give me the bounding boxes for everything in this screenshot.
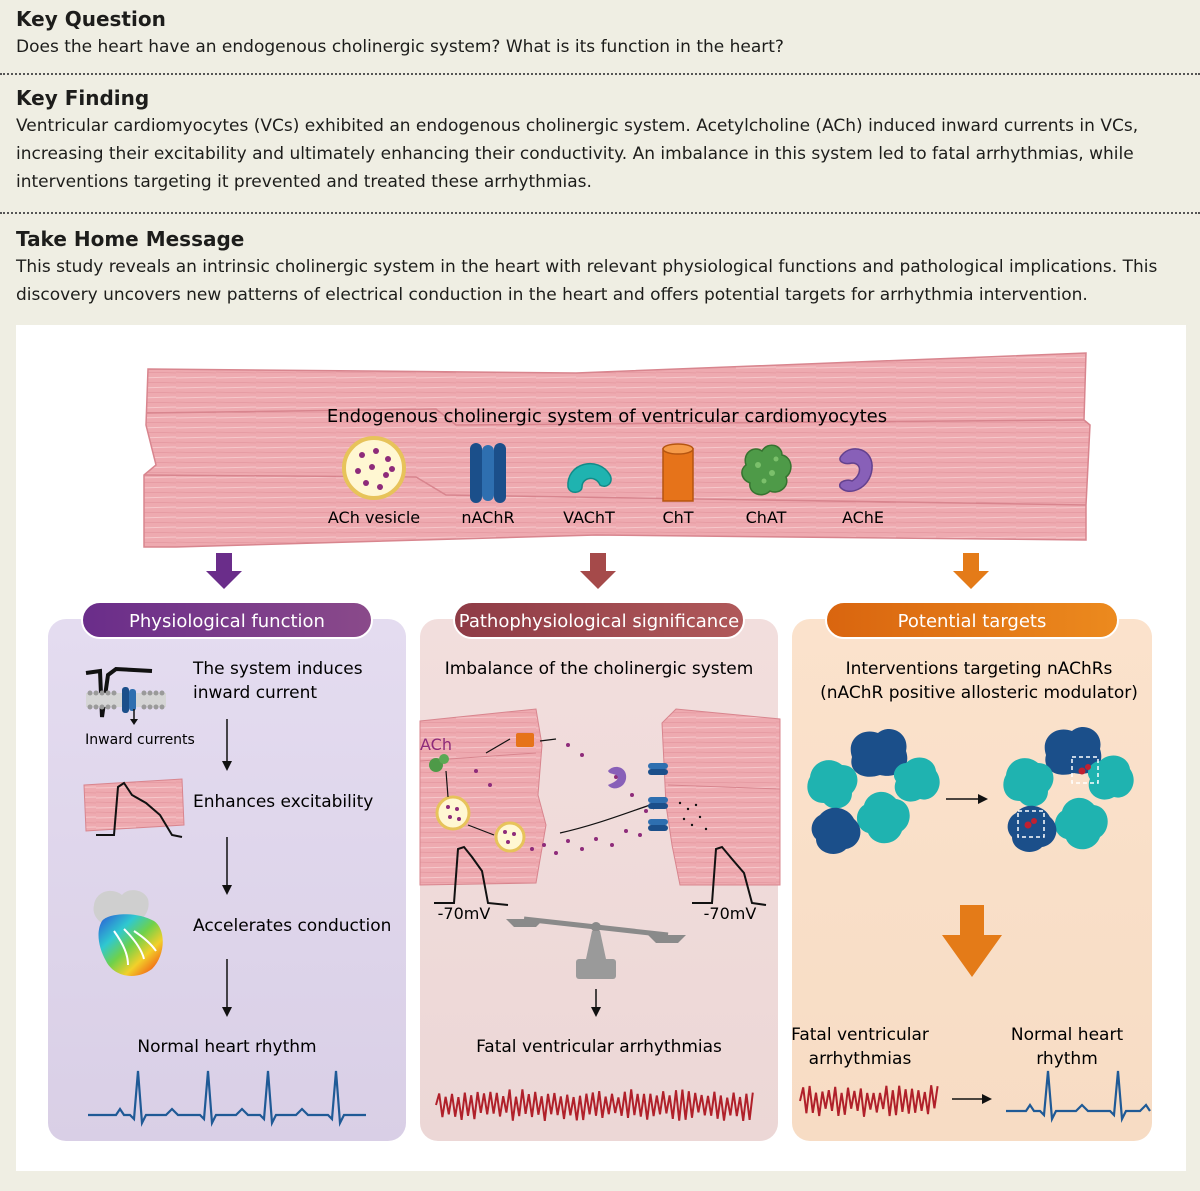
- targets-subtitle: Interventions targeting nAChRs: [846, 659, 1113, 679]
- physiological-outcome: Normal heart rhythm: [137, 1037, 316, 1057]
- nachr-icon: [648, 763, 668, 831]
- inward-ion-dots: [678, 801, 708, 831]
- take-home-line: This study reveals an intrinsic choliner…: [16, 257, 1158, 277]
- key-finding-line: interventions targeting it prevented and…: [16, 172, 592, 192]
- fatal-arrhythmias-label: Fatal ventricular: [791, 1025, 929, 1045]
- flow-arrow-icon: [222, 719, 232, 771]
- cht-icon: [662, 443, 694, 502]
- graphical-abstract-svg: Endogenous cholinergic system of ventric…: [48, 352, 1152, 1141]
- flow-arrow-icon: [467, 824, 495, 836]
- flow-arrow-icon: [445, 770, 449, 798]
- targets-title-pill: [825, 601, 1119, 639]
- ache-icon: [839, 448, 873, 492]
- cht-icon: [516, 733, 534, 747]
- arrhythmia-ecg-trace: [799, 1085, 939, 1117]
- key-question-text: Does the heart have an endogenous cholin…: [16, 37, 784, 57]
- key-question-title: Key Question: [16, 7, 166, 31]
- targets-subtitle: (nAChR positive allosteric modulator): [820, 683, 1138, 703]
- flow-arrow-icon: [222, 837, 232, 895]
- nachr-pentamer-pam-icon: [1003, 727, 1134, 852]
- flow-arrow-icon: [485, 738, 511, 754]
- pathophysiological-outcome: Fatal ventricular arrhythmias: [476, 1037, 722, 1057]
- voltage-right: -70mV: [704, 904, 757, 923]
- take-home-title: Take Home Message: [16, 227, 245, 251]
- normal-ecg-trace: [88, 1070, 366, 1128]
- step-text: inward current: [193, 683, 317, 703]
- down-arrow-icon: [206, 553, 242, 589]
- big-down-arrow-icon: [942, 905, 1002, 977]
- take-home-section: Take Home Message This study reveals an …: [16, 228, 1186, 309]
- key-finding-text: Ventricular cardiomyocytes (VCs) exhibit…: [16, 112, 1186, 196]
- flow-arrow-icon: [946, 794, 988, 804]
- chat-icon: [741, 444, 792, 496]
- section-divider: [0, 73, 1200, 75]
- ache-icon: [608, 766, 627, 789]
- flow-arrow-icon: [952, 1094, 992, 1104]
- graphical-abstract: Endogenous cholinergic system of ventric…: [16, 325, 1186, 1171]
- flow-arrow-icon: [222, 959, 232, 1017]
- component-label: ChAT: [746, 508, 787, 527]
- key-finding-title: Key Finding: [16, 86, 150, 110]
- take-home-text: This study reveals an intrinsic choliner…: [16, 253, 1186, 309]
- flow-arrow-icon: [539, 738, 557, 742]
- component-label: VAChT: [563, 508, 615, 527]
- chat-icon: [429, 754, 449, 772]
- arrhythmia-ecg-trace: [435, 1089, 754, 1122]
- key-finding-line: Ventricular cardiomyocytes (VCs) exhibit…: [16, 116, 1139, 136]
- flow-arrow-icon: [559, 802, 657, 834]
- ach-vesicle-icon: [342, 436, 406, 500]
- voltage-left: -70mV: [438, 904, 491, 923]
- postsynaptic-cardiomyocyte: [661, 708, 781, 886]
- down-arrow-icon: [580, 553, 616, 589]
- ach-vesicle-icon: [435, 795, 471, 831]
- normal-ecg-trace: [1006, 1070, 1151, 1124]
- pathophysiological-title-pill: [453, 601, 745, 639]
- pathophysiological-title: Pathophysiological significance: [459, 611, 739, 632]
- ach-vesicle-icon: [494, 821, 526, 853]
- cardiomyocyte-ap-icon: [83, 778, 185, 838]
- nachr-icon: [470, 443, 506, 503]
- vacht-icon: [567, 463, 612, 493]
- physiological-title-pill: [81, 601, 373, 639]
- normal-rhythm-label: rhythm: [1036, 1049, 1098, 1069]
- down-arrow-icon: [953, 553, 989, 589]
- key-question-section: Key Question Does the heart have an endo…: [16, 8, 1186, 61]
- action-potential-right: [692, 845, 767, 906]
- banner-title: Endogenous cholinergic system of ventric…: [327, 406, 887, 427]
- membrane-receptor-icon: [85, 666, 166, 725]
- pathophysiological-subtitle: Imbalance of the cholinergic system: [445, 659, 754, 679]
- key-finding-section: Key Finding Ventricular cardiomyocytes (…: [16, 87, 1186, 196]
- targets-title: Potential targets: [898, 611, 1047, 632]
- inward-currents-label: Inward currents: [85, 732, 195, 748]
- key-finding-line: increasing their excitability and ultima…: [16, 144, 1134, 164]
- action-potential-left: [434, 845, 509, 906]
- balance-scale-icon: [506, 916, 686, 979]
- component-label: nAChR: [461, 508, 514, 527]
- component-label: ACh vesicle: [328, 508, 420, 527]
- heart-activation-map-icon: [93, 890, 163, 976]
- take-home-line: discovery uncovers new patterns of elect…: [16, 285, 1088, 305]
- physiological-title: Physiological function: [129, 611, 325, 632]
- step-text: Accelerates conduction: [193, 916, 391, 936]
- normal-rhythm-label: Normal heart: [1011, 1025, 1124, 1045]
- flow-arrow-icon: [591, 989, 601, 1017]
- step-text: The system induces: [192, 659, 363, 679]
- step-text: Enhances excitability: [193, 792, 373, 812]
- component-label: AChE: [842, 508, 884, 527]
- ach-molecules: [474, 743, 648, 855]
- component-label: ChT: [662, 508, 693, 527]
- ach-label: ACh: [420, 735, 452, 754]
- nachr-pentamer-icon: [807, 729, 940, 854]
- fatal-arrhythmias-label: arrhythmias: [809, 1049, 912, 1069]
- muscle-fiber-banner: [143, 352, 1091, 548]
- section-divider: [0, 212, 1200, 214]
